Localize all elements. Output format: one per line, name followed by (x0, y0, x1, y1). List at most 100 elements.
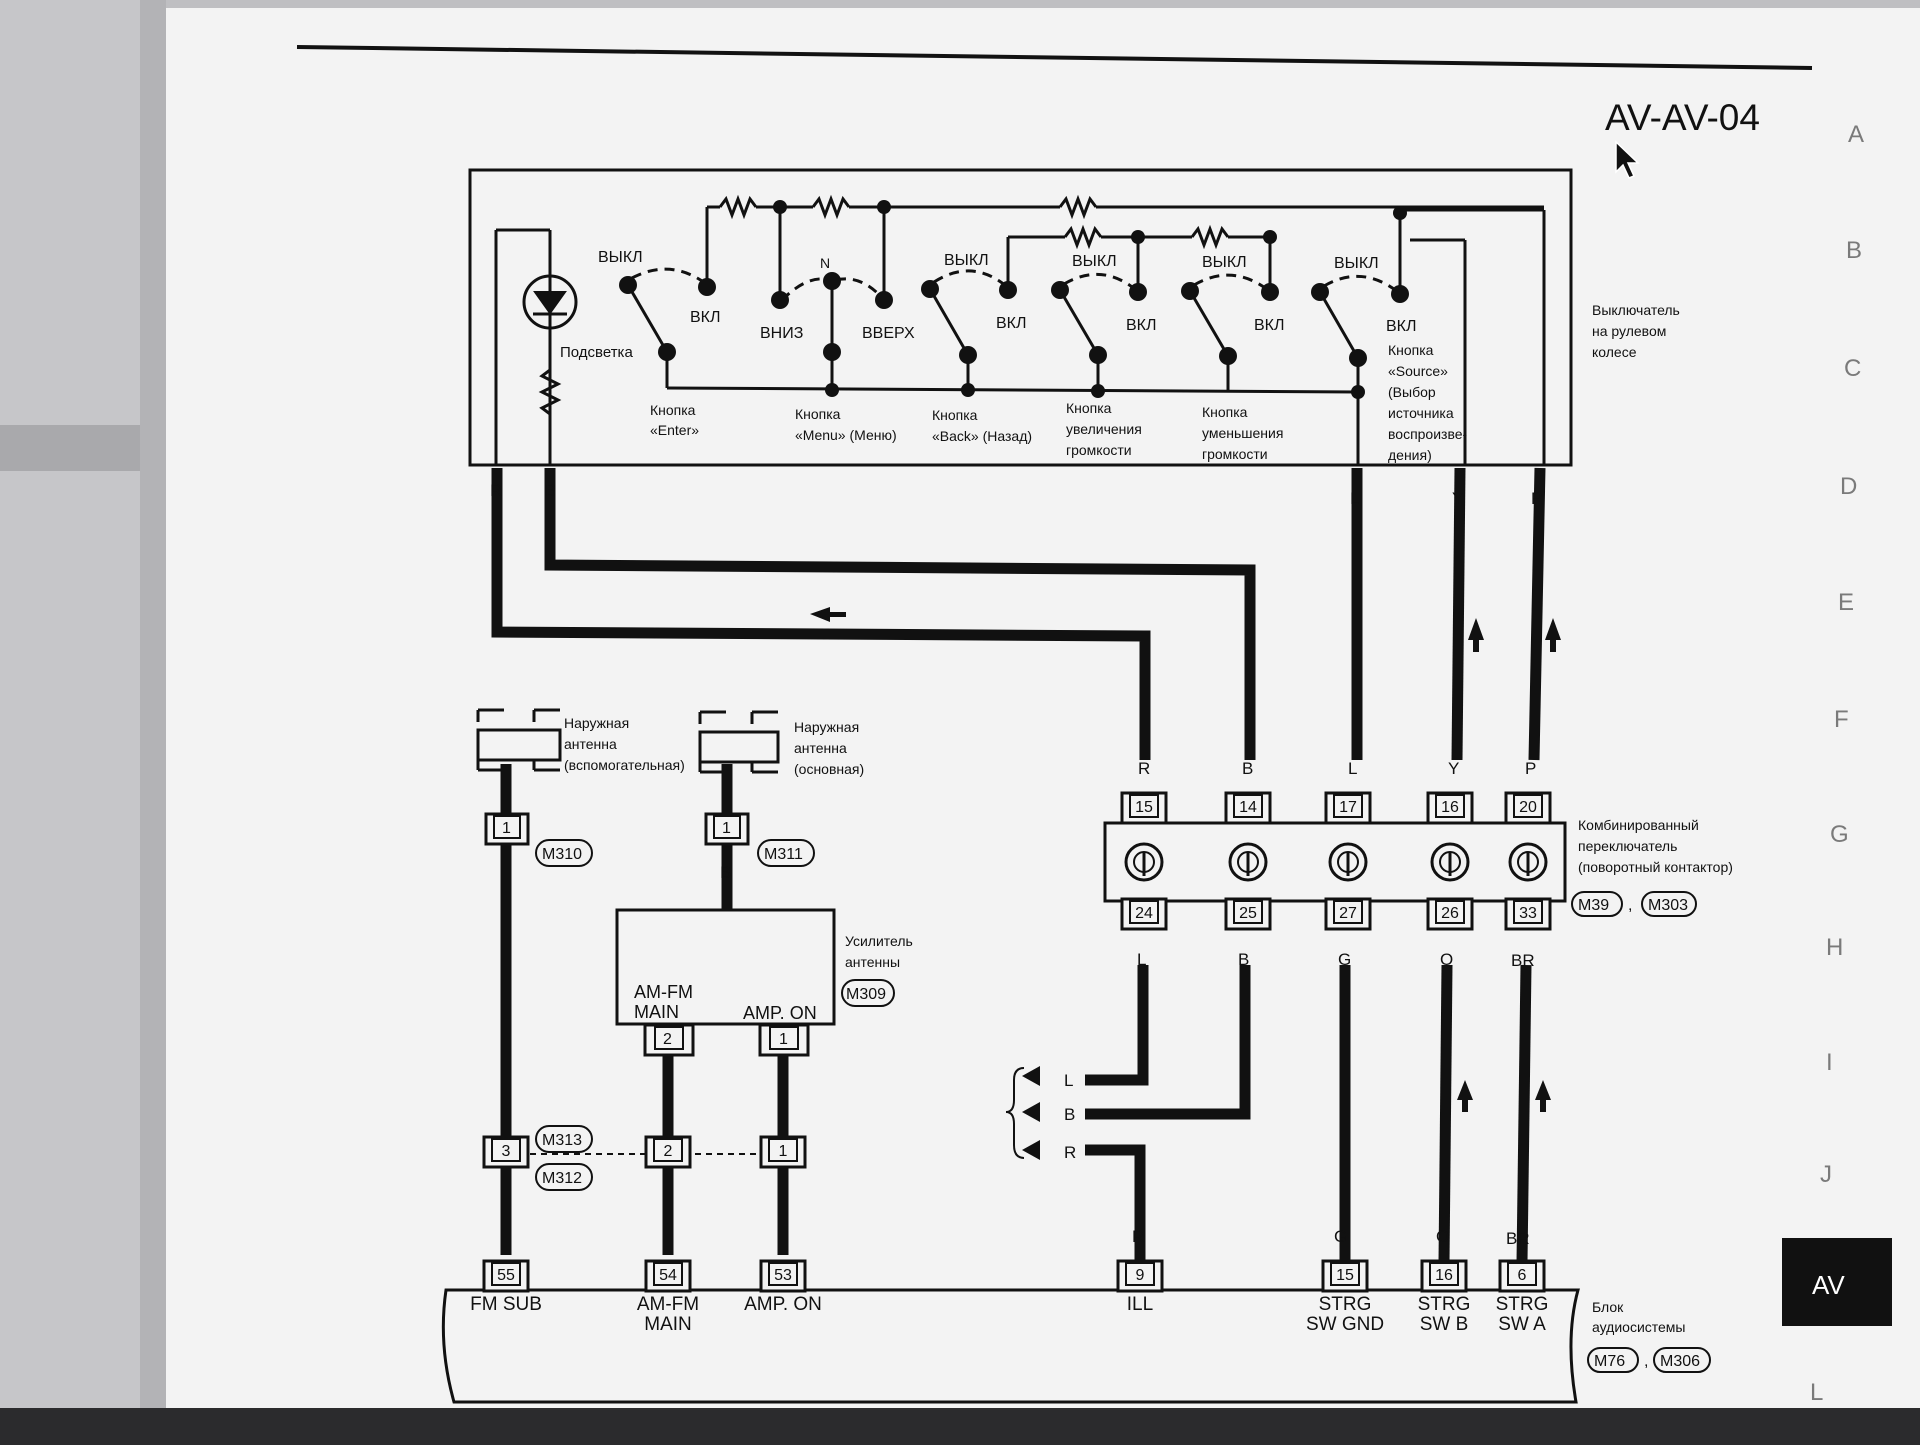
combo-pin-top: 20 (1504, 791, 1552, 825)
combo-pin-bottom: 26 (1426, 897, 1474, 931)
pin-number: 2 (663, 1031, 672, 1048)
combo-pin-top: 16 (1426, 791, 1474, 825)
pin-number: 6 (1518, 1267, 1527, 1284)
rotary-contact-icon (1430, 842, 1470, 882)
combo-pin-bottom: 33 (1504, 897, 1552, 931)
arrow-left-icon (1022, 1102, 1040, 1122)
audio-terminal-pin: 15 (1321, 1259, 1369, 1293)
label-off: ВЫКЛ (1334, 255, 1379, 272)
audio-terminal-pin: 53 (759, 1259, 807, 1293)
wire-label: G (1338, 950, 1351, 969)
rotary-contact-icon (1508, 842, 1548, 882)
audio-terminal-label: FM SUB (470, 1294, 542, 1315)
wire-b-branch (1085, 965, 1251, 1120)
caption-menu: Кнопка«Menu» (Меню) (795, 406, 897, 443)
pin-number: 15 (1135, 799, 1153, 816)
steering-switch-unit (468, 168, 1573, 467)
pin-number: 16 (1435, 1267, 1453, 1284)
label-on: ВКЛ (1126, 317, 1157, 334)
pin-number: 1 (722, 820, 731, 837)
wire-label: R (1138, 759, 1150, 778)
pin-number: 16 (1441, 799, 1459, 816)
monitor-bezel (0, 1408, 1920, 1440)
pin-number: 25 (1239, 905, 1257, 922)
side-letter[interactable]: E (1838, 589, 1854, 616)
wire-label: R (1132, 1227, 1144, 1246)
side-letter[interactable]: H (1826, 934, 1843, 961)
label-off: ВЫКЛ (598, 249, 643, 266)
left-panel (0, 0, 140, 1440)
connector-sep: , (1644, 1353, 1648, 1370)
arrow-up-icon (1457, 1080, 1473, 1112)
wire-harness (491, 467, 1546, 1263)
wire-label: L (1137, 950, 1146, 969)
branch-label: L (1064, 1071, 1073, 1090)
wire-label: B (1242, 759, 1253, 778)
audio-terminal-pin: 16 (1420, 1259, 1468, 1293)
connector-sep: , (1628, 897, 1632, 914)
connector-tag (1641, 891, 1697, 917)
amp-label-ampon: AMP. ON (743, 1003, 817, 1023)
section-tab[interactable] (1782, 1238, 1892, 1326)
wire-br (1516, 964, 1532, 1263)
side-letter-index: A B C D E F G H I J L (1810, 121, 1864, 1406)
branch-label: R (1064, 1143, 1076, 1162)
label-backlight: Подсветка (560, 344, 633, 361)
side-letter[interactable]: B (1846, 237, 1862, 264)
header-rule (296, 45, 1813, 70)
label-neutral: N (820, 255, 830, 271)
connector-id: M310 (542, 846, 582, 863)
label-off: ВЫКЛ (944, 252, 989, 269)
side-letter[interactable]: I (1826, 1049, 1833, 1076)
left-panel-bar (0, 425, 140, 471)
pin-number: 1 (779, 1143, 788, 1160)
document-page (166, 8, 1920, 1408)
connector-id: M306 (1660, 1353, 1700, 1370)
pin-number: 33 (1519, 905, 1537, 922)
pin-number: 15 (1336, 1267, 1354, 1284)
side-letter[interactable]: J (1820, 1161, 1832, 1188)
pin-number: 54 (659, 1267, 677, 1284)
combo-pin-top: 14 (1224, 791, 1272, 825)
switch-contacts (619, 200, 1409, 399)
label-down: ВНИЗ (760, 325, 803, 342)
side-letter[interactable]: F (1834, 706, 1849, 733)
side-letter[interactable]: D (1840, 473, 1857, 500)
connector-id: M311 (764, 846, 803, 863)
inline-connector: 3 2 1 M313 M312 (482, 1125, 807, 1191)
arrow-up-icon (1545, 618, 1561, 652)
page-code: AV-AV-04 (1605, 97, 1760, 138)
side-letter[interactable]: C (1844, 355, 1861, 382)
caption-back: Кнопка«Back» (Назад) (932, 407, 1032, 444)
side-letter[interactable]: A (1848, 121, 1864, 148)
pin-number: 2 (664, 1143, 673, 1160)
switch-labels: ВЫКЛ ВКЛ N ВНИЗ ВВЕРХ ВЫКЛ ВКЛ ВЫКЛ ВКЛ … (560, 249, 1417, 361)
pin-number: 26 (1441, 905, 1459, 922)
connector-id: M313 (542, 1132, 582, 1149)
wire-label: Y (1448, 759, 1459, 778)
arrow-left-icon (1022, 1066, 1040, 1086)
connector-id: M312 (542, 1170, 582, 1187)
branch-brace (1005, 1067, 1025, 1159)
audio-terminal-pin: 55 (482, 1259, 530, 1293)
inline-pin: 3 (482, 1135, 530, 1169)
side-letter[interactable]: G (1830, 821, 1849, 848)
cursor-icon (1615, 140, 1640, 179)
wire-label: O (1436, 1227, 1449, 1246)
combo-pin-top: 17 (1324, 791, 1372, 825)
arrow-left-icon (810, 607, 846, 622)
side-letter[interactable]: L (1810, 1379, 1823, 1406)
